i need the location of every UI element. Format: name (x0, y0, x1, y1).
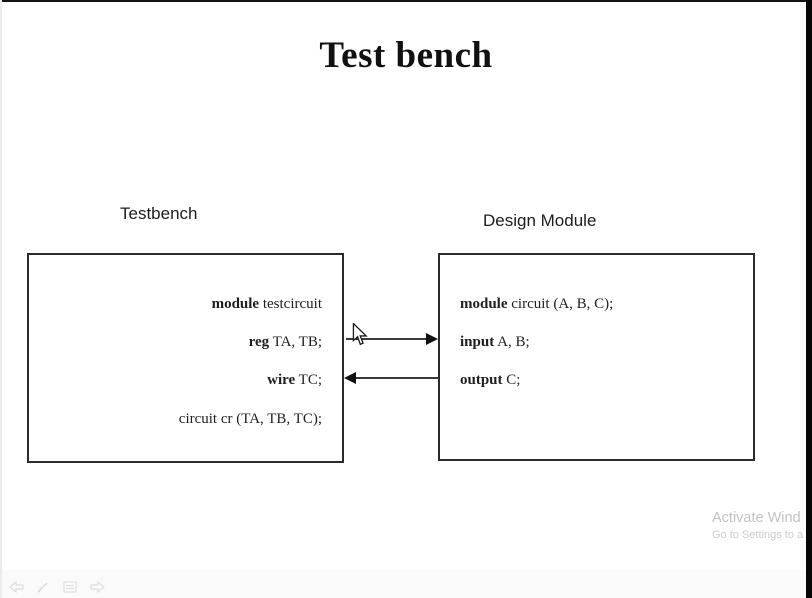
code-text: testcircuit (259, 296, 322, 312)
code-line: reg TA, TB; (249, 333, 322, 351)
code-line: wire TC; (267, 371, 322, 389)
arrowhead-left-icon (344, 372, 356, 384)
left-edge-line (0, 0, 2, 598)
pen-icon[interactable] (35, 580, 51, 594)
code-text: TA, TB; (269, 334, 322, 350)
testbench-box: module testcircuit reg TA, TB; wire TC; … (27, 253, 344, 463)
verilog-keyword: output (460, 372, 503, 388)
testbench-label: Testbench (120, 204, 198, 223)
code-line: output C; (460, 371, 520, 389)
verilog-keyword: wire (267, 372, 296, 388)
right-black-bar (806, 0, 812, 598)
watermark-line2: Go to Settings to a (712, 529, 804, 541)
arrow-to-design-line (346, 338, 428, 340)
code-line: input A, B; (460, 333, 530, 351)
mouse-cursor-icon (352, 321, 368, 351)
code-text: circuit cr (TA, TB, TC); (178, 411, 322, 427)
next-slide-icon[interactable] (89, 580, 105, 594)
slideshow-controls (8, 580, 105, 594)
code-text: C; (502, 372, 521, 388)
arrowhead-right-icon (426, 333, 438, 345)
verilog-keyword: reg (248, 334, 270, 350)
verilog-keyword: module (211, 296, 260, 312)
arrow-to-testbench-line (356, 377, 438, 379)
all-slides-icon[interactable] (62, 580, 78, 594)
design-module-label: Design Module (483, 211, 597, 230)
top-edge-line (0, 0, 812, 2)
code-line: module circuit (A, B, C); (460, 295, 613, 313)
verilog-keyword: input (460, 334, 495, 350)
code-text: TC; (295, 372, 322, 388)
previous-slide-icon[interactable] (8, 580, 24, 594)
code-text: circuit (A, B, C); (507, 296, 614, 312)
bottom-strip (0, 570, 812, 598)
code-line: module testcircuit (212, 295, 322, 313)
design-module-box: module circuit (A, B, C); input A, B; ou… (438, 253, 755, 461)
activate-windows-watermark: Activate Wind Go to Settings to a (712, 510, 803, 541)
code-line: circuit cr (TA, TB, TC); (179, 410, 322, 428)
code-text: A, B; (494, 334, 530, 350)
slide-title: Test bench (319, 35, 493, 76)
watermark-line1: Activate Wind (712, 510, 801, 526)
verilog-keyword: module (460, 296, 508, 312)
